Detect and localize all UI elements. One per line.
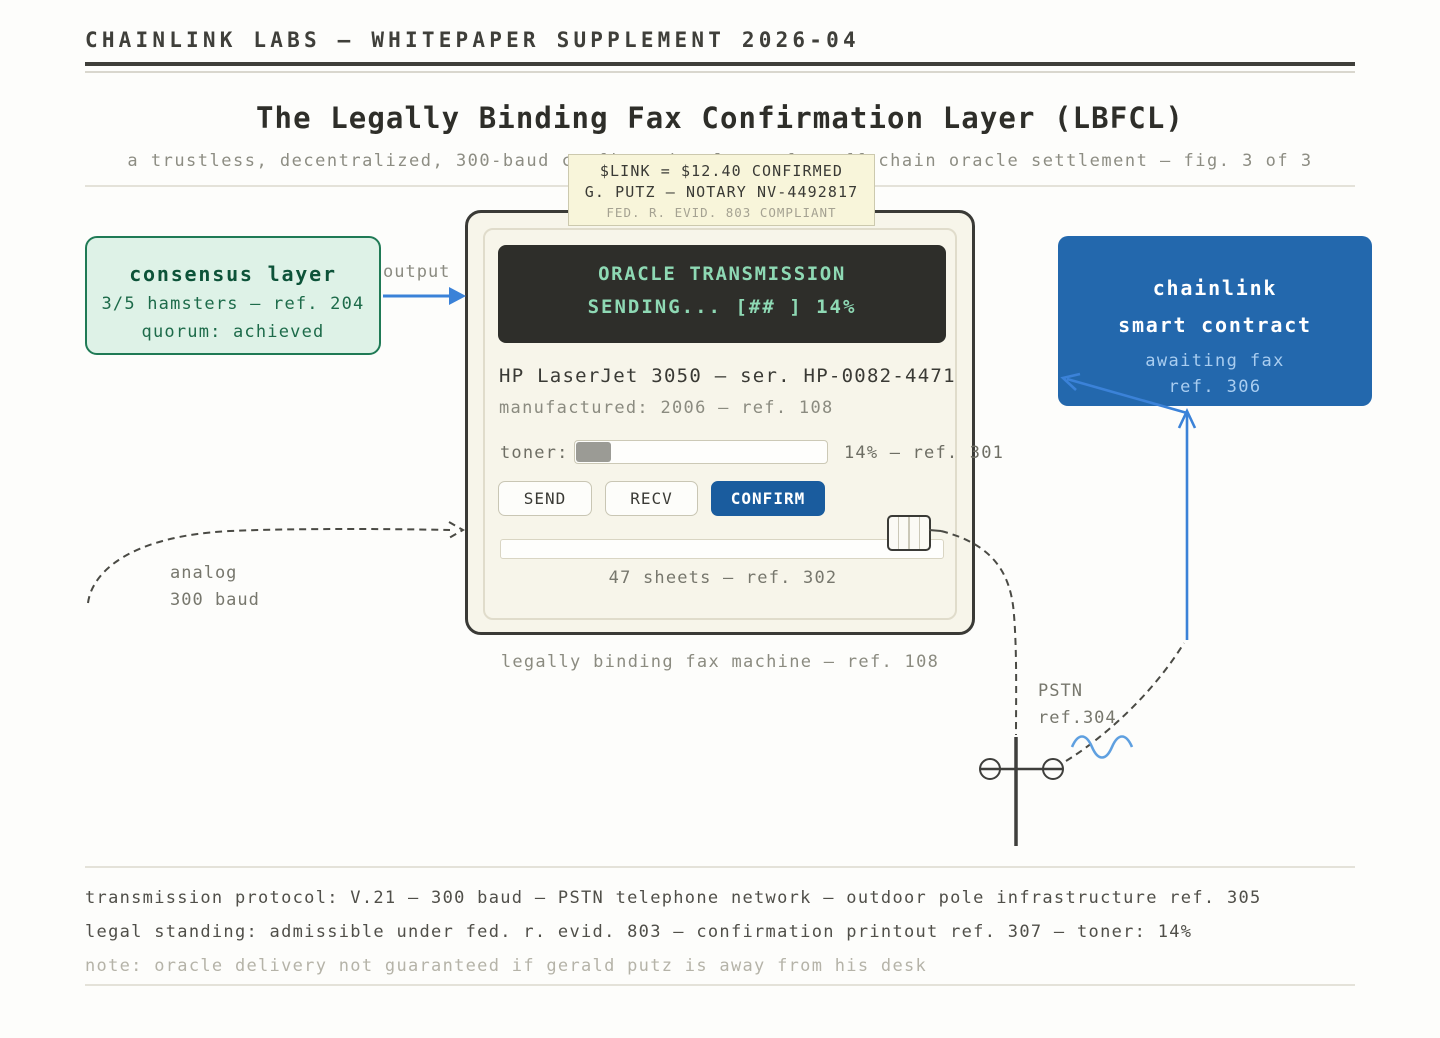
paper-stack-icon bbox=[887, 515, 931, 551]
consensus-quorum-label: quorum: achieved bbox=[141, 322, 325, 342]
smart-contract-box: chainlink smart contract awaiting fax re… bbox=[1058, 236, 1372, 406]
consensus-layer-box: consensus layer 3/5 hamsters — ref. 204 … bbox=[85, 236, 381, 355]
lcd-screen: ORACLE TRANSMISSION SENDING... [## ] 14% bbox=[498, 245, 946, 343]
footer-note-line: note: oracle delivery not guaranteed if … bbox=[85, 956, 928, 976]
lcd-line-1: ORACLE TRANSMISSION bbox=[598, 263, 846, 285]
document-header-title: CHAINLINK LABS — WHITEPAPER SUPPLEMENT 2… bbox=[85, 28, 860, 52]
toner-value-label: 14% — ref. 301 bbox=[844, 443, 1005, 463]
compliance-label: FED. R. EVID. 803 COMPLIANT bbox=[606, 205, 837, 220]
sheets-count-label: 47 sheets — ref. 302 bbox=[608, 568, 838, 588]
analog-baud-label: analog 300 baud bbox=[170, 563, 260, 610]
header-rule-thick bbox=[85, 62, 1355, 66]
toner-label: toner: bbox=[500, 443, 569, 463]
analog-dashed-arrow bbox=[87, 521, 466, 604]
footer-protocol-line: transmission protocol: V.21 — 300 baud —… bbox=[85, 888, 1262, 908]
contract-title-line1: chainlink bbox=[1152, 276, 1278, 300]
fax-machine-caption: legally binding fax machine — ref. 108 bbox=[500, 652, 940, 672]
notary-label: G. PUTZ — NOTARY NV-4492817 bbox=[584, 183, 859, 201]
paper-tray bbox=[500, 539, 944, 559]
output-arrow bbox=[383, 287, 466, 305]
fax-machine-panel: ORACLE TRANSMISSION SENDING... [## ] 14%… bbox=[465, 210, 1003, 635]
contract-ref-label: ref. 306 bbox=[1168, 377, 1262, 397]
contract-status-label: awaiting fax bbox=[1145, 351, 1285, 371]
notary-tooltip: $LINK = $12.40 CONFIRMED G. PUTZ — NOTAR… bbox=[568, 154, 875, 226]
pstn-ref-label: PSTN ref.304 bbox=[1038, 681, 1117, 728]
footer-rule-top bbox=[85, 866, 1355, 868]
figure-title: The Legally Binding Fax Confirmation Lay… bbox=[256, 101, 1184, 135]
printer-model-label: HP LaserJet 3050 — ser. HP-0082-4471 bbox=[499, 365, 956, 387]
recv-button[interactable]: RECV bbox=[605, 481, 698, 516]
lcd-line-2: SENDING... [## ] 14% bbox=[587, 296, 857, 318]
contract-title-line2: smart contract bbox=[1118, 313, 1312, 337]
manufactured-label: manufactured: 2006 — ref. 108 bbox=[499, 398, 834, 418]
footer-legal-line: legal standing: admissible under fed. r.… bbox=[85, 922, 1193, 942]
consensus-hamsters-label: 3/5 hamsters — ref. 204 bbox=[101, 294, 365, 314]
output-arrow-label: output bbox=[383, 262, 451, 282]
telephone-pole-icon bbox=[979, 737, 1064, 846]
toner-fill bbox=[576, 442, 612, 462]
footer-rule-bottom bbox=[85, 984, 1355, 986]
line-noise-squiggle-icon bbox=[1070, 735, 1134, 759]
confirm-button[interactable]: CONFIRM bbox=[711, 481, 825, 516]
link-price-label: $LINK = $12.40 CONFIRMED bbox=[599, 162, 844, 180]
header-rule-thin bbox=[85, 71, 1355, 73]
fax-to-contract-arrow bbox=[1060, 372, 1197, 640]
fax-inner-panel bbox=[483, 228, 957, 620]
toner-progress-bar bbox=[574, 440, 828, 464]
consensus-title: consensus layer bbox=[129, 262, 337, 286]
send-button[interactable]: SEND bbox=[498, 481, 592, 516]
